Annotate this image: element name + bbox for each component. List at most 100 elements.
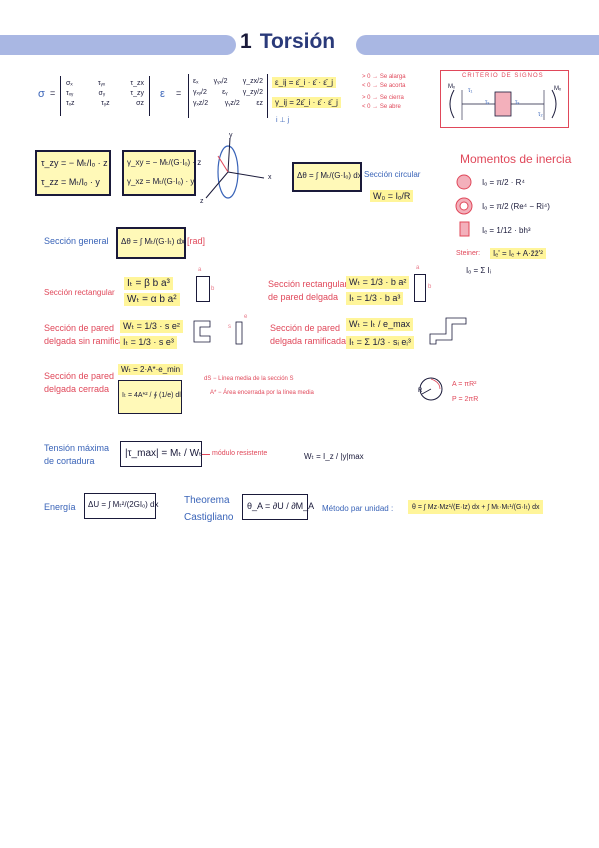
sign-criteria-box — [440, 70, 569, 128]
perpendicular-note: i ⊥ j — [276, 117, 290, 124]
inertia-sum-eq: Iₒ = Σ Iᵢ — [466, 266, 492, 275]
stress-cell: σₓ — [66, 80, 73, 87]
unit-method-eq: θ = ∫ Mz·Mz¹/(E·Iz) dx + ∫ Mₜ·Mₜ¹/(G·Iₜ)… — [408, 500, 544, 514]
rect-section-label: Sección rectangular — [44, 288, 115, 297]
thin-open-wt-eq: Wₜ = 1/3 · s e² — [120, 320, 183, 333]
thin-closed-perimeter-eq: P = 2πR — [452, 396, 479, 403]
strain-normal-eq: ε_ij = ε̄_i · ε̄ · ε̄_j — [272, 77, 337, 88]
sign-tau-left: τₓ — [485, 100, 490, 106]
strain-tensor-symbol: ε — [160, 88, 165, 100]
castigliano-label-line2: Castigliano — [184, 512, 234, 523]
inertia-section-title: Momentos de inercia — [460, 152, 572, 166]
shear-max-eq: |τ_max| = Mₜ / Wₜ — [125, 448, 202, 459]
stress-cell: τᵧz — [101, 100, 110, 107]
rect-section-shape — [196, 276, 210, 302]
sign-moment-right: Mₓ — [554, 86, 561, 92]
sign-tau-top: τ₁ — [468, 88, 473, 94]
strain-normal-note-negative: < 0 → Se acorta — [362, 83, 406, 89]
stress-cell: σz — [136, 100, 144, 107]
shear-modulus-eq: Wₜ = I_z / |y|max — [304, 452, 364, 461]
inertia-solid-circle: Iₒ = π/2 · R⁴ — [482, 178, 525, 187]
thin-closed-wt-eq: Wₜ = 2·A*·e_min — [118, 364, 184, 375]
axis-z-label: z — [200, 198, 204, 205]
inertia-icons — [455, 174, 473, 237]
strain-cell: γₓᵧ/2 — [193, 89, 207, 96]
thin-open-dim-s: s — [228, 324, 231, 330]
thin-branched-label-line1: Sección de pared — [270, 323, 341, 333]
stress-tensor-matrix: σₓ τᵧₓ τ_zx τₓᵧ σᵧ τ_zy τₓz τᵧz σz — [66, 80, 144, 107]
strain-normal-note-positive: > 0 → Se alarga — [362, 74, 406, 80]
steiner-label: Steiner: — [456, 250, 481, 257]
stress-cell: τᵧₓ — [97, 80, 106, 87]
stress-cell: σᵧ — [98, 90, 106, 97]
thin-branched-label-line2: delgada ramificada — [270, 336, 347, 346]
thin-branched-shape — [429, 317, 467, 345]
castigliano-eq: θ_A = ∂U / ∂M_A — [247, 501, 315, 511]
header-bar-right — [356, 35, 599, 55]
gamma-xz-formula: γ_xz = Mₜ/(G·Iₒ) · y — [127, 177, 195, 186]
thin-closed-circle-shape — [419, 377, 443, 401]
stress-cell: τₓᵧ — [66, 90, 74, 97]
rect-it-eq: Iₜ = β b a³ — [124, 277, 173, 290]
general-section-unit: [rad] — [187, 236, 206, 246]
inertia-hollow-circle: Iₒ = π/2 (Re⁴ − Ri⁴) — [482, 202, 550, 211]
strain-cell: εₓ — [193, 78, 199, 85]
strain-cell: εᵧ — [222, 89, 228, 96]
stress-cell: τ_zx — [130, 80, 144, 87]
strain-shear-eq: γ_ij = 2ε̄_i · ε̄ · ε̄_j — [272, 97, 341, 108]
strain-shear-note-positive: > 0 → Se cierra — [362, 95, 404, 101]
angle-twist-eq: Δθ = ∫ Mₜ/(G·Iₒ) dx — [297, 171, 362, 180]
gamma-xy-formula: γ_xy = − Mₜ/(G·Iₒ) · z — [127, 158, 202, 167]
header-bar-left — [0, 35, 236, 55]
axis-y-label: y — [229, 132, 233, 139]
general-section-eq: Δθ = ∫ Mₜ/(G·Iₜ) dx — [121, 237, 186, 246]
inertia-rectangle: Iₑ = 1/12 · bh³ — [482, 226, 531, 235]
thin-branched-wt-eq: Wₜ = Iₜ / e_max — [346, 318, 414, 331]
sign-moment-left: Mₓ — [448, 84, 455, 90]
strain-cell: εz — [256, 100, 263, 107]
rect-thin-shape — [414, 274, 426, 302]
stress-tensor-brackets — [60, 76, 150, 116]
strain-cell: γ_zy/2 — [242, 89, 263, 96]
shaft-axes-diagram — [205, 137, 265, 199]
thin-closed-radius: R — [418, 388, 423, 394]
thin-closed-it-box: Iₜ = 4A*² / ∮ (1/e) dl — [118, 380, 182, 414]
thin-branched-label: Sección de pared delgada ramificada — [270, 322, 346, 348]
stress-cell: τ_zy — [130, 90, 144, 97]
thin-open-shapes — [193, 320, 243, 345]
general-section-box: Δθ = ∫ Mₜ/(G·Iₜ) dx — [116, 227, 186, 259]
equals-sign: = — [176, 88, 182, 98]
thin-closed-note-line: dS − Línea media de la sección S — [204, 376, 294, 382]
thin-closed-note-area: A* − Área encerrada por la línea media — [210, 390, 314, 396]
sign-tau-bottom: τ₂ — [538, 112, 543, 118]
axis-x-label: x — [268, 174, 272, 181]
unit-method-label: Método par unidad : — [322, 504, 394, 513]
thin-open-label-line1: Sección de pared — [44, 323, 115, 333]
rect-wt-eq: Wₜ = α b a² — [124, 293, 180, 306]
stress-tensor-symbol: σ — [38, 88, 45, 100]
strain-shear-note-negative: < 0 → Se abre — [362, 104, 401, 110]
general-section-label: Sección general — [44, 236, 109, 246]
rect-dim-b: b — [211, 286, 215, 292]
castigliano-label-line1: Theorema — [184, 495, 230, 506]
tau-formulas-box: τ_zy = − Mₜ/Iₒ · z τ_zz = Mₜ/Iₒ · y — [35, 150, 111, 196]
sign-criteria-title: CRITERIO DE SIGNOS — [462, 73, 544, 79]
section-title: Torsión — [259, 30, 336, 53]
strain-cell: γᵧz/2 — [224, 100, 240, 107]
stress-cell: τₓz — [66, 100, 75, 107]
strain-cell: γᵧₓ/2 — [213, 78, 228, 85]
shear-modulus-note: módulo resistente — [212, 450, 268, 457]
circular-modulus-eq: W₀ = Iₒ/R — [370, 190, 414, 202]
tau-xy-formula: τ_zy = − Mₜ/Iₒ · z — [41, 158, 108, 168]
sign-tau-right: τₓ — [515, 100, 520, 106]
circular-section-label: Sección circular — [364, 170, 421, 179]
strain-cell: γ_zx/2 — [242, 78, 263, 85]
thin-open-dim-e: e — [244, 314, 248, 320]
